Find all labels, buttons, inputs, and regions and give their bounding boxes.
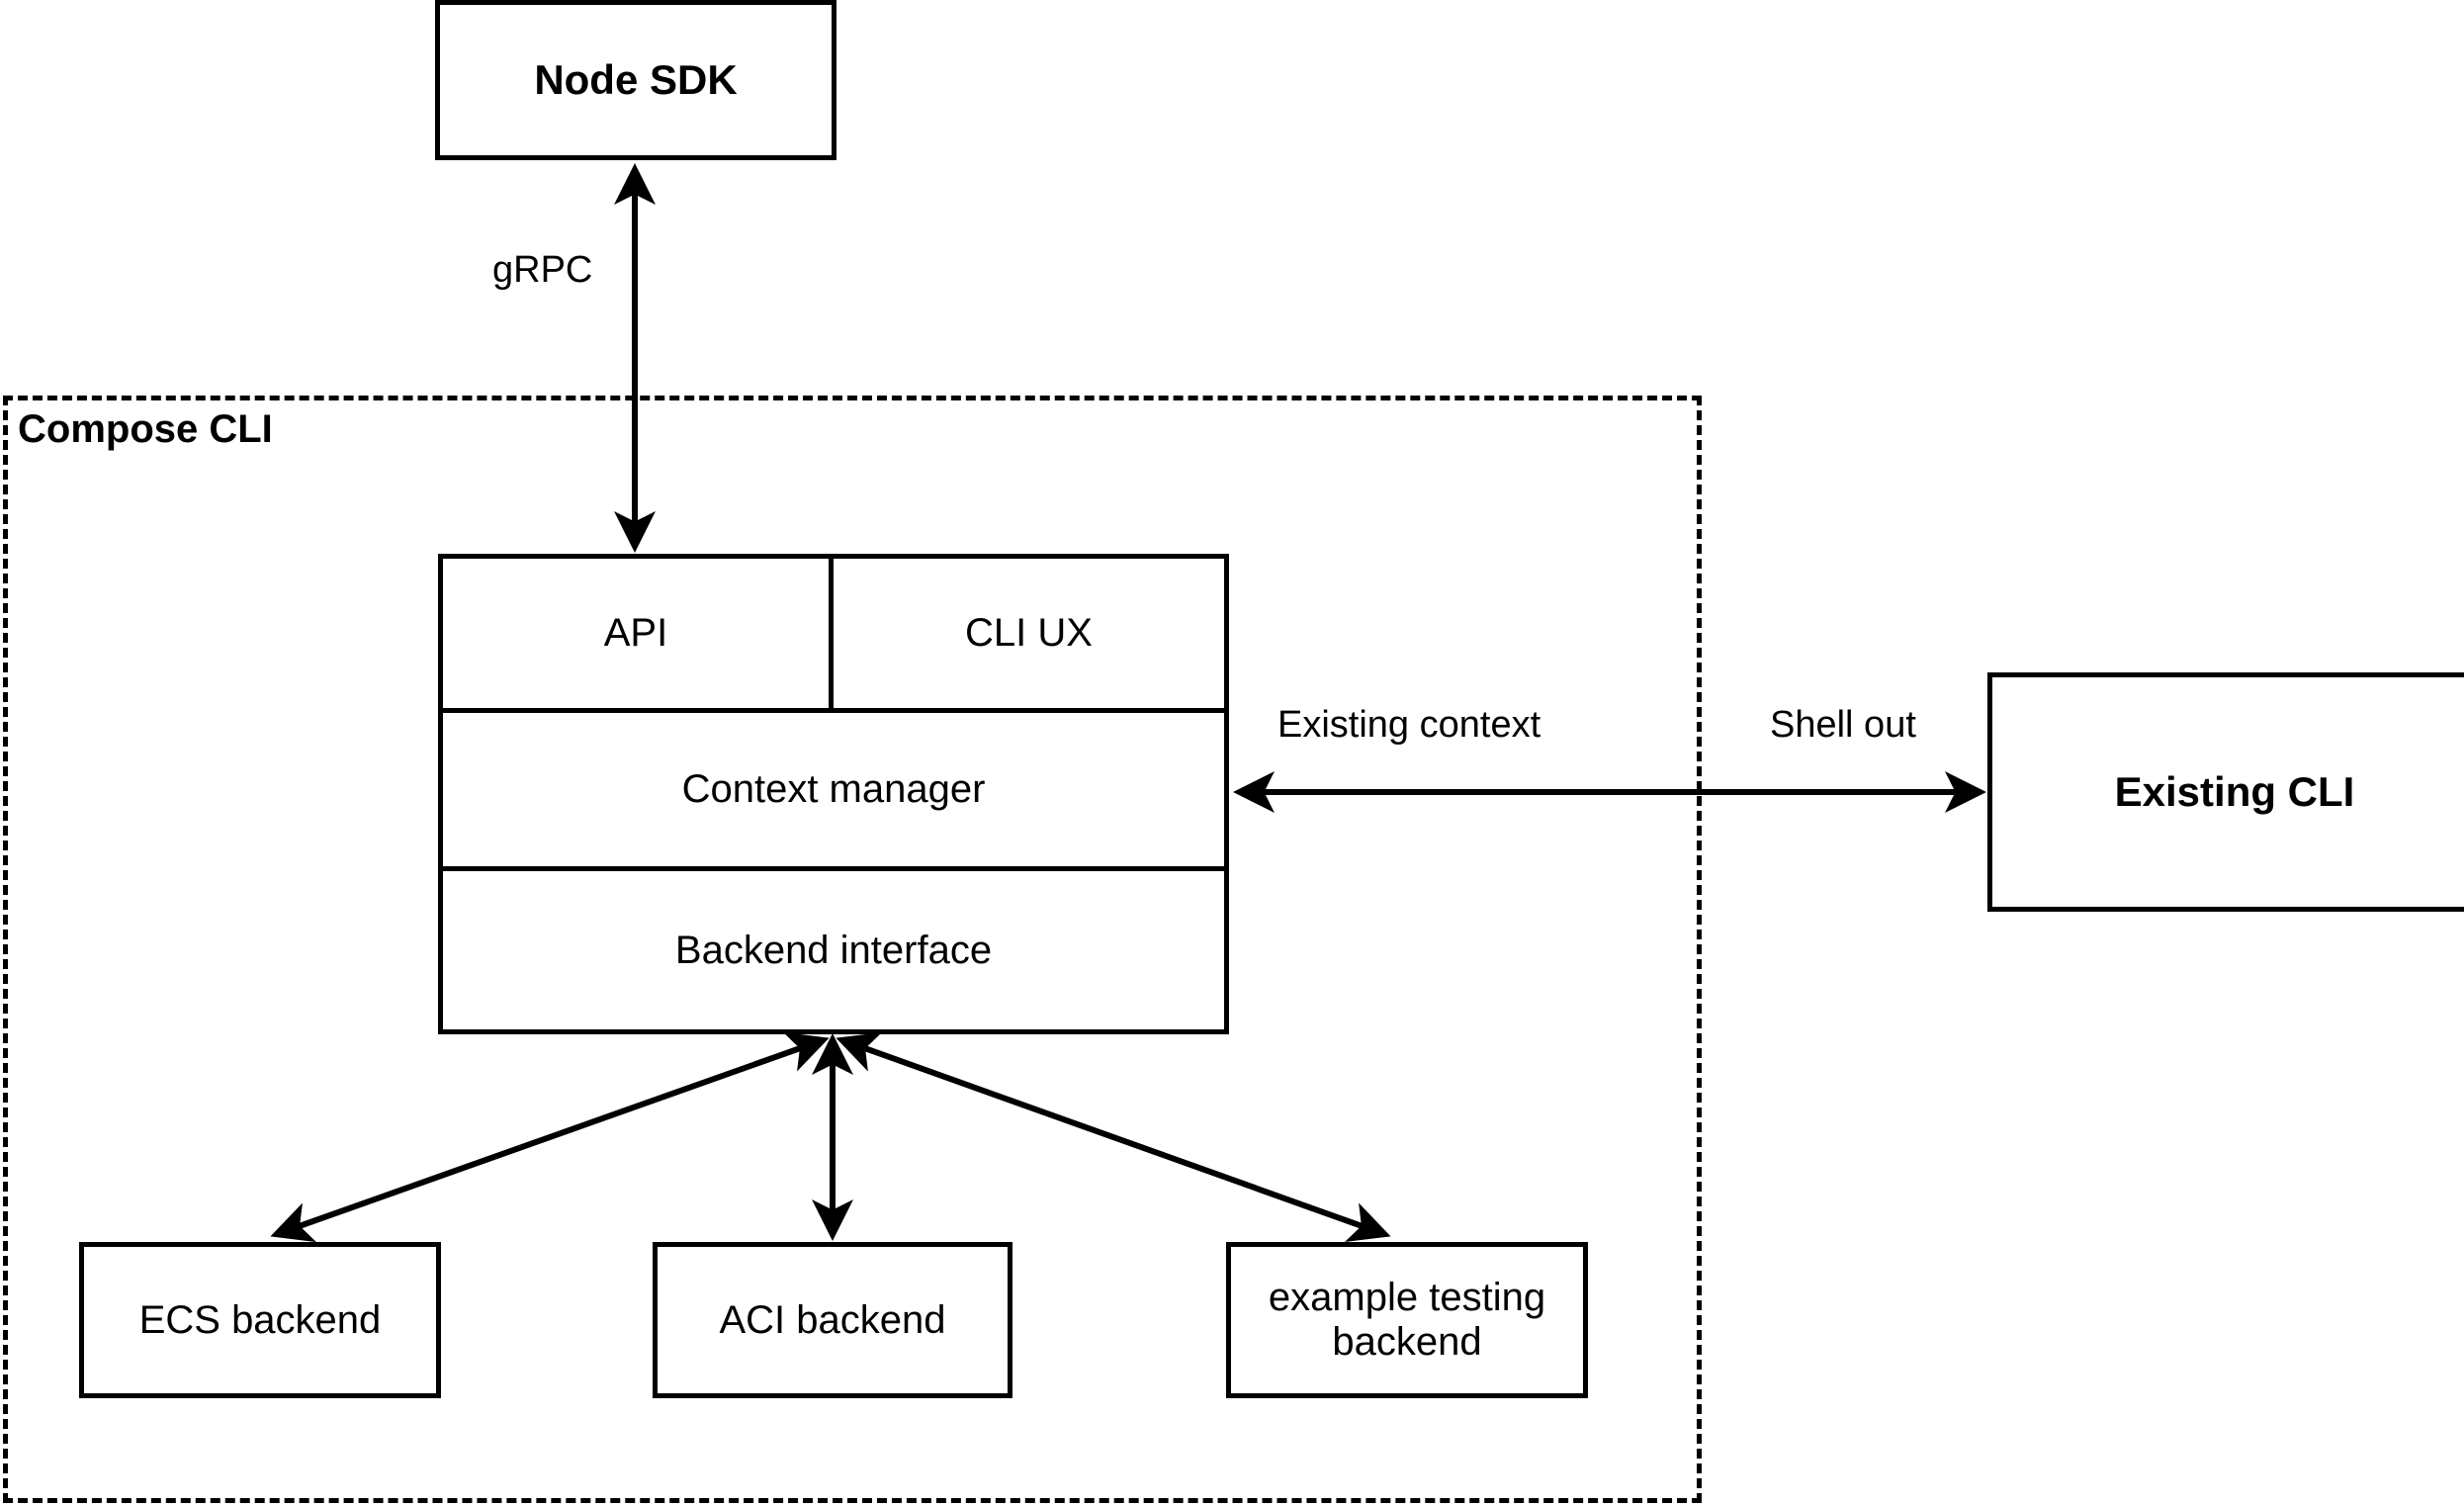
node-sdk-label: Node SDK [534,56,738,104]
existing-cli-label: Existing CLI [2114,768,2355,816]
api-label: API [603,611,668,655]
example-testing-backend-box[interactable]: example testing backend [1226,1242,1588,1398]
backend-interface-row[interactable]: Backend interface [443,871,1224,1029]
edge-backend-example [836,1032,1391,1242]
aci-backend-label: ACI backend [719,1297,946,1342]
node-sdk-box[interactable]: Node SDK [435,0,836,160]
backend-interface-label: Backend interface [674,928,993,972]
context-manager-row[interactable]: Context manager [443,713,1224,871]
ecs-backend-box[interactable]: ECS backend [79,1242,441,1398]
compose-cli-boundary [3,396,1702,1503]
compose-cli-core-stack: API CLI UX Context manager Backend inter… [438,554,1229,1034]
aci-backend-box[interactable]: ACI backend [653,1242,1012,1398]
edge-label-grpc: gRPC [492,249,593,291]
edge-label-existing-context: Existing context [1277,704,1541,746]
ecs-backend-label: ECS backend [138,1297,382,1342]
existing-cli-box[interactable]: Existing CLI [1987,672,2464,912]
api-cell[interactable]: API [443,559,834,708]
edge-backend-ecs [270,1031,830,1243]
api-cliux-row: API CLI UX [443,559,1224,713]
edge-label-shell-out: Shell out [1770,704,1916,746]
example-testing-backend-label: example testing backend [1268,1276,1546,1364]
context-manager-label: Context manager [681,767,986,811]
cli-ux-label: CLI UX [965,611,1093,655]
compose-cli-label: Compose CLI [18,407,273,451]
cli-ux-cell[interactable]: CLI UX [834,559,1224,708]
